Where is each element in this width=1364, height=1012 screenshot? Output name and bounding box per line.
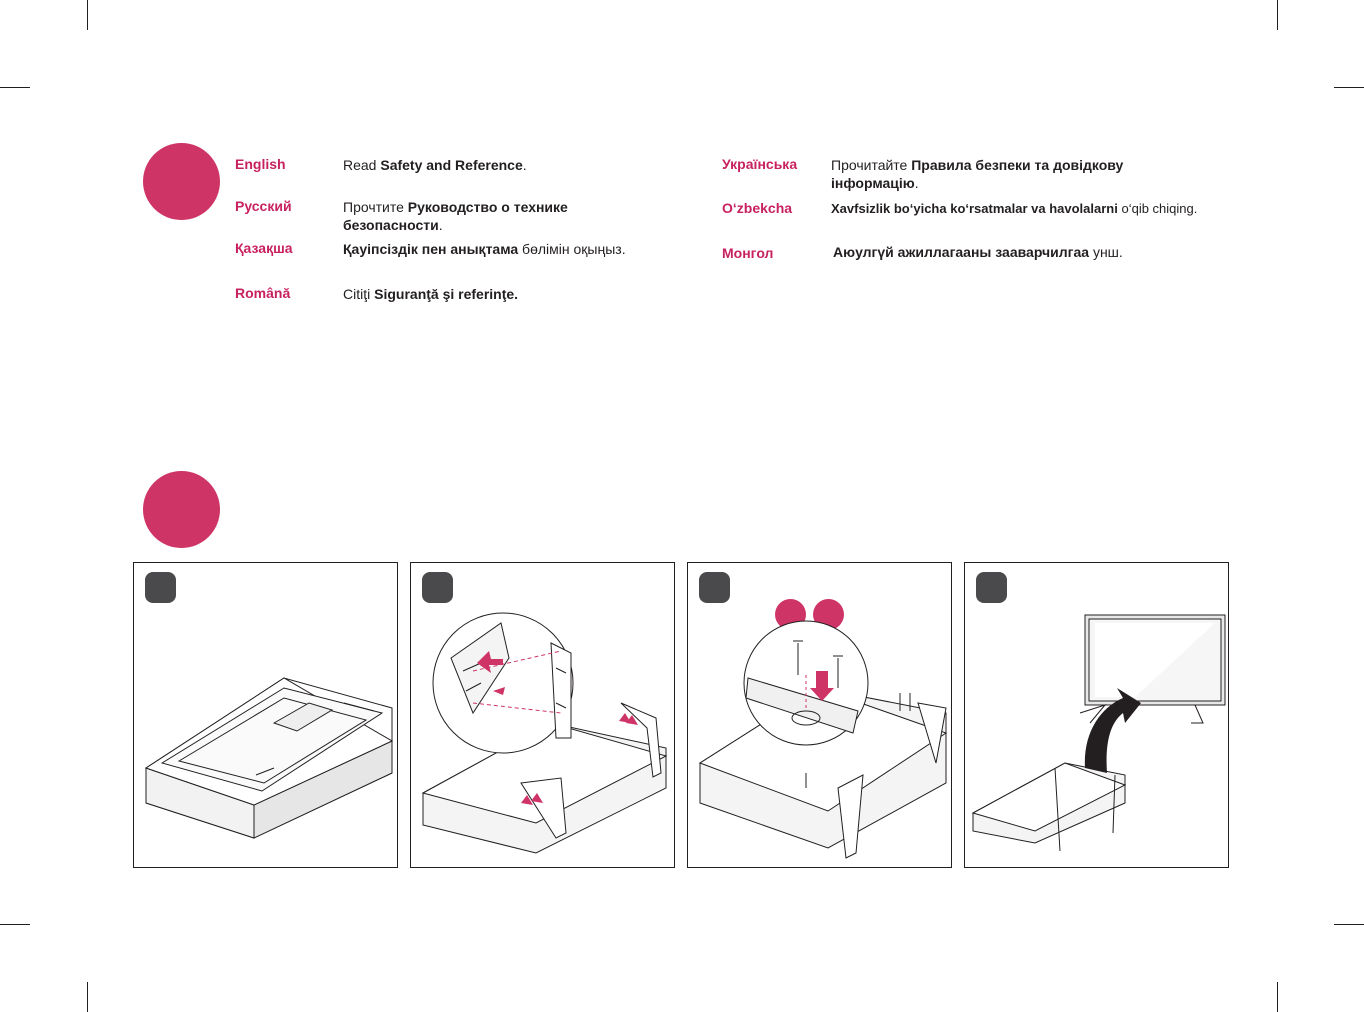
crop-mark (0, 924, 30, 925)
step-badge (699, 572, 730, 603)
lift-tv-upright-illustration (971, 614, 1226, 852)
step-panel-3 (687, 562, 952, 868)
language-instruction: Xavfsizlik bo‘yicha ko‘rsatmalar va havo… (831, 201, 1198, 216)
stand-attach-illustration (421, 612, 668, 854)
crop-mark (1277, 982, 1278, 1012)
step-panel-1 (133, 562, 398, 868)
language-instruction: Read Safety and Reference. (343, 157, 527, 173)
step-panel-4 (964, 562, 1229, 868)
crop-mark (1334, 87, 1364, 88)
crop-mark (87, 0, 88, 30)
language-instruction: Прочитайте Правила безпеки та довідкову … (831, 157, 1124, 191)
step-panel-2 (410, 562, 675, 868)
step-badge (422, 572, 453, 603)
language-name: O‘zbekcha (722, 200, 793, 216)
section-marker-read (143, 143, 220, 220)
language-name: Русский (235, 198, 292, 214)
language-instruction: Прочтите Руководство о технике безопасно… (343, 199, 568, 233)
language-name: English (235, 156, 286, 172)
section-marker-assembly (143, 471, 220, 548)
step-badge (145, 572, 176, 603)
language-instruction: Қауіпсіздік пен анықтама бөлімін оқыңыз. (343, 241, 626, 257)
crop-mark (0, 87, 30, 88)
tv-face-down-in-packaging-illustration (144, 677, 394, 839)
language-name: Українська (722, 156, 798, 172)
crop-mark (1277, 0, 1278, 30)
language-name: Монгол (722, 245, 774, 261)
language-instruction: Аюулгүй ажиллагааны зааварчилгаа унш. (833, 244, 1123, 260)
crop-mark (87, 982, 88, 1012)
language-name: Қазақша (235, 240, 293, 256)
language-instruction: Citiţi Siguranţă şi referinţe. (343, 286, 519, 302)
step-badge (976, 572, 1007, 603)
screw-fasten-illustration (698, 620, 948, 859)
language-name: Română (235, 285, 291, 301)
crop-mark (1334, 924, 1364, 925)
